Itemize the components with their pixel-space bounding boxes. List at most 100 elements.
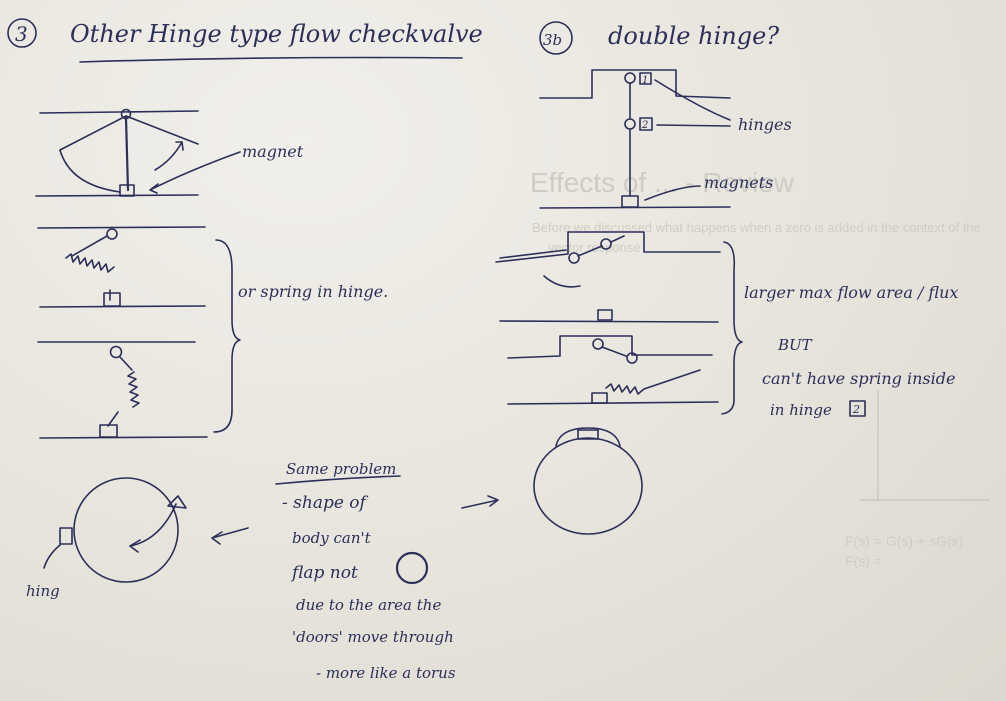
spring-a-pivot: [106, 228, 118, 240]
problem-line-1: - shape of: [282, 493, 369, 513]
spring-a-bottom-wall: [39, 305, 206, 308]
bleed-through: Effects of ... - Review Before we discus…: [530, 167, 990, 569]
section-3b-circle: [539, 21, 573, 55]
top-wall: [39, 110, 199, 114]
ghost-formula-2: F(s) =: [845, 553, 882, 569]
problem-title: Same problem: [286, 460, 396, 478]
spring-b-stem: [107, 411, 119, 427]
note-line-2: BUT: [777, 336, 813, 354]
torus-body: [533, 437, 643, 535]
dh-a-hinge-1: [568, 252, 580, 264]
ghost-subtitle-2: vector response: [548, 240, 641, 255]
magnets-label: magnets: [704, 173, 773, 192]
note-tag-box: [849, 400, 866, 417]
dh-b-bottom-wall: [507, 401, 719, 405]
spring-b-magnet: [99, 424, 118, 438]
dh-a-wall: [495, 231, 721, 263]
dh-hinge-1: [624, 72, 636, 84]
flap-right: [125, 115, 199, 145]
magnet-pointer: [149, 151, 241, 194]
right-notes: larger max flow area / flux BUT can't ha…: [721, 241, 958, 419]
hinge-block: [59, 527, 73, 545]
section-number: 3: [15, 22, 28, 46]
left-header: 3 Other Hinge type flow checkvalve: [7, 18, 483, 63]
dh-top-wall: [539, 69, 731, 99]
torus-top: [555, 427, 621, 447]
spring-b-flap: [119, 356, 133, 371]
section-3b-number: 3b: [543, 31, 562, 49]
open-arrow-head: [167, 495, 187, 509]
dh-b-hinge-1: [592, 338, 604, 350]
dh-open-sketch-a: [495, 231, 721, 323]
flap-left: [59, 115, 127, 151]
left-title: Other Hinge type flow checkvalve: [70, 20, 483, 48]
right-brace: [721, 241, 743, 415]
dh-b-wall: [507, 335, 713, 359]
curly-brace: [213, 239, 241, 433]
circular-body-sketch: hing: [26, 477, 249, 600]
hinge-label: hing: [26, 582, 60, 600]
note-line-4: in hinge: [770, 401, 832, 419]
pointer-arrow: [211, 527, 249, 545]
dh-a-hinge-2: [600, 238, 612, 250]
double-hinge-sketch: 1 2 hinges magnets: [539, 69, 792, 209]
section-number-circle: [7, 18, 37, 48]
spring-a-flap: [71, 235, 108, 257]
torus-sketch: [533, 427, 643, 535]
open-arrow: [129, 503, 177, 547]
dh-b-magnet: [591, 392, 608, 404]
swing-arc: [59, 149, 121, 193]
spring-brace: or spring in hinge.: [213, 239, 388, 433]
right-title: double hinge?: [608, 22, 779, 50]
open-arrow-tail: [129, 539, 141, 553]
dh-b-hinge-2: [626, 352, 638, 364]
right-header: 3b double hinge?: [539, 21, 779, 55]
torus-hinge: [577, 429, 599, 440]
problem-line-3: flap not: [290, 563, 358, 583]
dh-a-swing: [543, 275, 581, 288]
right-pointer-arrow: [461, 495, 499, 509]
swing-arrow: [154, 141, 184, 171]
problem-line-4: due to the area the: [296, 596, 441, 614]
spring-b-pivot: [109, 345, 123, 359]
dh-hinge-2: [624, 118, 636, 130]
spring-a-coil: [65, 253, 115, 273]
dh-tag-2-box: [639, 117, 653, 131]
dh-bottom-wall: [539, 206, 731, 209]
bottom-wall: [35, 194, 199, 197]
dh-tag-1-box: [639, 72, 652, 85]
hinge-pointers: [654, 79, 731, 127]
spring-sketch-a: [37, 226, 206, 308]
circle-glyph: [395, 551, 429, 585]
spring-a-magnet: [103, 292, 121, 307]
magnet-label: magnet: [242, 142, 304, 161]
ghost-formula-1: F(s) = G(s) + sG(s): [845, 533, 963, 549]
note-line-1: larger max flow area / flux: [744, 283, 958, 302]
magnets-pointer: [644, 185, 701, 201]
dh-a-bottom-wall: [499, 320, 719, 323]
problem-line-2: body can't: [292, 529, 372, 547]
hinges-label: hinges: [738, 115, 792, 134]
dh-tag-1: 1: [642, 75, 648, 86]
spring-b-bottom-wall: [39, 436, 208, 439]
round-body: [73, 477, 179, 583]
dh-a-wall-inner: [499, 249, 567, 259]
spring-sketch-b: [37, 341, 208, 439]
or-spring-label: or spring in hinge.: [238, 282, 388, 301]
note-tag: 2: [852, 403, 860, 416]
dh-tag-2: 2: [641, 120, 648, 131]
problem-underline: [275, 475, 401, 485]
problem-notes: Same problem - shape of body can't flap …: [275, 460, 499, 682]
problem-line-5: 'doors' move through: [292, 628, 454, 646]
dh-a-magnet: [597, 309, 613, 321]
dh-a-flaps: [577, 235, 625, 257]
hinge-flap-sketch: magnet: [35, 108, 304, 197]
hinge-pointer: [43, 544, 61, 569]
spring-b-coil: [127, 371, 140, 408]
note-line-3: can't have spring inside: [762, 369, 955, 388]
spring-a-top-wall: [37, 226, 206, 229]
dh-b-spring: [605, 369, 701, 395]
title-underline: [79, 56, 463, 63]
